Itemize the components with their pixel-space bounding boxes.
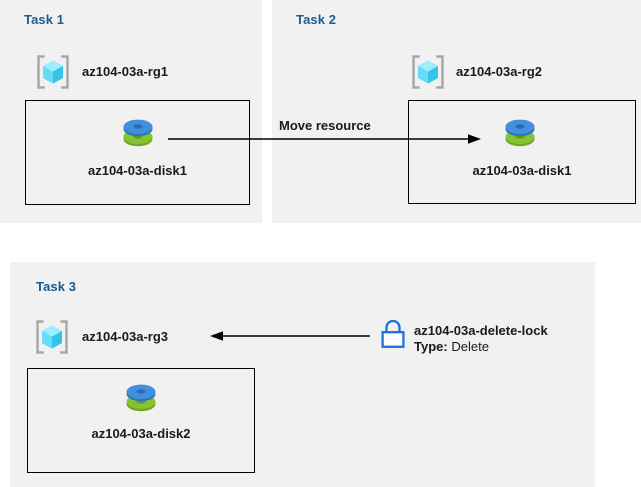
task-3-resource-name: az104-03a-disk2: [91, 426, 191, 441]
resource-group-cube-icon: [33, 318, 71, 356]
resource-group-cube-icon: [34, 53, 72, 91]
task-2-resource-box: [408, 100, 636, 204]
lock-name: az104-03a-delete-lock: [414, 323, 548, 338]
managed-disk-icon: [121, 378, 161, 420]
task-2-resource-group-name: az104-03a-rg2: [456, 64, 542, 79]
move-resource-arrow: [168, 134, 481, 144]
task-2-label: Task 2: [296, 12, 337, 27]
resource-group-cube-icon: [409, 53, 447, 91]
task-1-label: Task 1: [24, 12, 65, 27]
lock-details: az104-03a-delete-lock Type: Delete: [414, 323, 548, 355]
task-2-resource-name: az104-03a-disk1: [472, 163, 572, 178]
task-3-resource-group-name: az104-03a-rg3: [82, 329, 168, 344]
lock-applies-to-arrow: [210, 331, 370, 341]
move-resource-label: Move resource: [279, 118, 371, 133]
managed-disk-icon: [500, 113, 540, 155]
lock-type-row: Type: Delete: [414, 339, 548, 355]
task-1-resource-box: [25, 100, 250, 205]
task-1-resource-group-name: az104-03a-rg1: [82, 64, 168, 79]
padlock-icon: [378, 318, 408, 352]
task-1-resource-name: az104-03a-disk1: [87, 163, 187, 178]
managed-disk-icon: [118, 113, 158, 155]
lock-type-key: Type:: [414, 339, 448, 354]
task-3-label: Task 3: [36, 279, 77, 294]
lock-type-value: Delete: [451, 339, 489, 354]
